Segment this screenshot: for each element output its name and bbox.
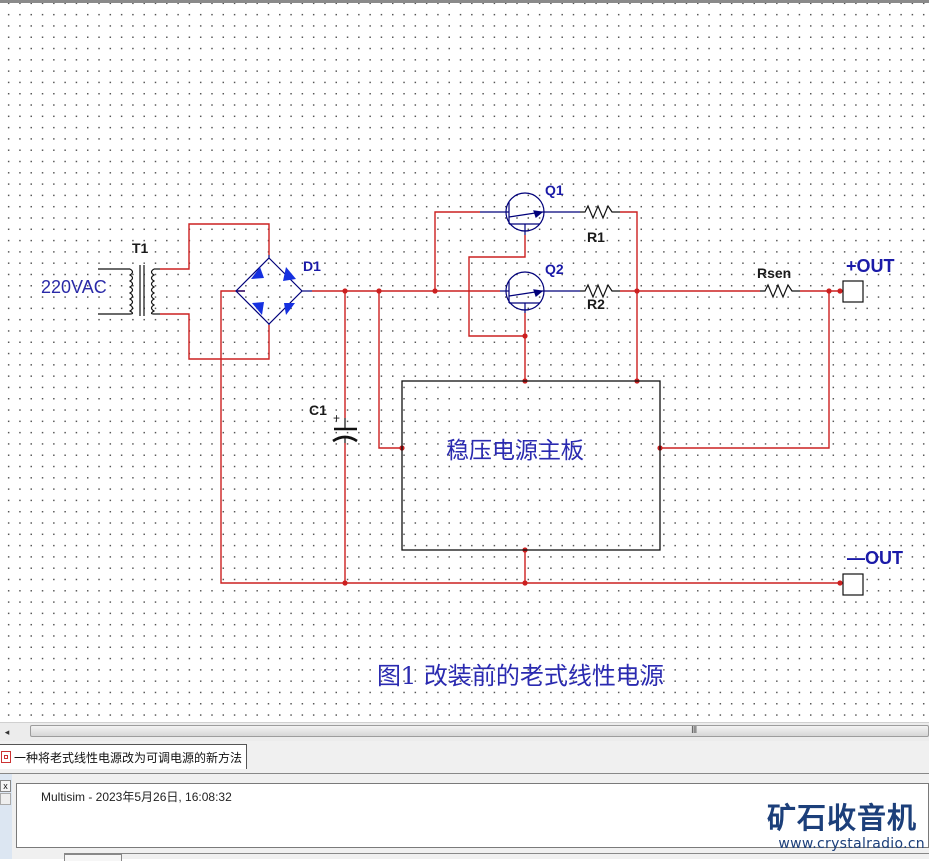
diode-icon xyxy=(283,267,296,281)
junction-dot xyxy=(342,288,348,294)
wire-q-base xyxy=(468,235,526,381)
label-r2: R2 xyxy=(587,296,605,312)
label-220vac: 220VAC xyxy=(41,277,107,297)
label-c1: C1 xyxy=(309,402,327,418)
wire-q1-collector xyxy=(434,211,480,291)
wire-sense xyxy=(660,291,830,449)
junction-dots xyxy=(342,288,843,586)
wire-t1-top xyxy=(160,223,270,270)
bridge-rectifier-d1[interactable] xyxy=(235,255,312,325)
transistor-q1[interactable] xyxy=(480,192,580,235)
label-minus-out: —OUT xyxy=(847,548,903,568)
figure-caption: 图1 改装前的老式线性电源 xyxy=(377,662,664,690)
wires xyxy=(160,211,845,584)
diode-icon xyxy=(252,302,264,315)
panel-dock-button[interactable] xyxy=(0,793,11,805)
tab-label: 一种将老式线性电源改为可调电源的新方法 xyxy=(14,750,243,765)
schematic-drawing xyxy=(98,192,864,596)
junction-dot xyxy=(342,580,348,586)
label-c1-polarity: + xyxy=(333,411,341,425)
schematic-canvas[interactable]: T1 220VAC D1 Q1 Q2 R1 R2 Rsen C1 + +OUT … xyxy=(0,0,929,722)
transistor-q2[interactable] xyxy=(500,271,580,313)
diode-icon xyxy=(251,267,264,279)
label-rsen: Rsen xyxy=(757,265,792,281)
label-q1: Q1 xyxy=(545,182,564,198)
scroll-left-icon[interactable]: ◂ xyxy=(4,727,10,737)
junction-dot xyxy=(826,288,832,294)
resistor-r1 xyxy=(580,204,620,220)
document-icon xyxy=(1,751,11,763)
wire-board-in xyxy=(378,291,402,449)
horizontal-scrollbar[interactable]: ◂ III xyxy=(0,722,929,741)
junction-dot xyxy=(837,580,843,586)
output-log[interactable]: Multisim - 2023年5月26日, 16:08:32 xyxy=(16,783,929,848)
wire-bridge-minus xyxy=(220,290,840,584)
capacitor-c1[interactable] xyxy=(332,418,358,443)
junction-dot xyxy=(376,288,382,294)
document-tabbar: 一种将老式线性电源改为可调电源的新方法 xyxy=(0,741,929,774)
junction-dot xyxy=(837,288,843,294)
output-tabs xyxy=(64,853,929,861)
tab-document[interactable]: 一种将老式线性电源改为可调电源的新方法 xyxy=(0,744,248,769)
wire-t1-bottom xyxy=(160,313,270,360)
junction-dot xyxy=(432,288,438,294)
label-plus-out: +OUT xyxy=(846,256,895,276)
label-d1: D1 xyxy=(303,258,321,274)
label-q2: Q2 xyxy=(545,261,564,277)
output-message: Multisim - 2023年5月26日, 16:08:32 xyxy=(41,790,232,804)
scrollbar-grip-icon: III xyxy=(691,725,697,736)
terminal-plus-out[interactable] xyxy=(842,280,864,303)
close-panel-icon[interactable]: x xyxy=(0,780,11,792)
junction-dot xyxy=(634,288,640,294)
transformer-t1[interactable] xyxy=(98,265,160,316)
terminal-minus-out[interactable] xyxy=(842,573,864,596)
scrollbar-thumb[interactable]: III xyxy=(30,725,929,737)
diode-icon xyxy=(284,303,295,315)
junction-dot xyxy=(522,580,528,586)
wire-r1-out xyxy=(620,211,638,381)
regulator-board[interactable] xyxy=(401,380,661,551)
resistor-rsen xyxy=(760,283,800,299)
resistor-r2 xyxy=(580,283,620,299)
output-tab[interactable] xyxy=(64,854,122,861)
label-r1: R1 xyxy=(587,229,605,245)
label-t1: T1 xyxy=(132,240,149,256)
watermark-logo: 矿石收音机 xyxy=(766,801,917,835)
label-board: 稳压电源主板 xyxy=(446,438,584,464)
junction-dot xyxy=(522,333,528,339)
watermark-url: www.crystalradio.cn xyxy=(778,836,925,852)
